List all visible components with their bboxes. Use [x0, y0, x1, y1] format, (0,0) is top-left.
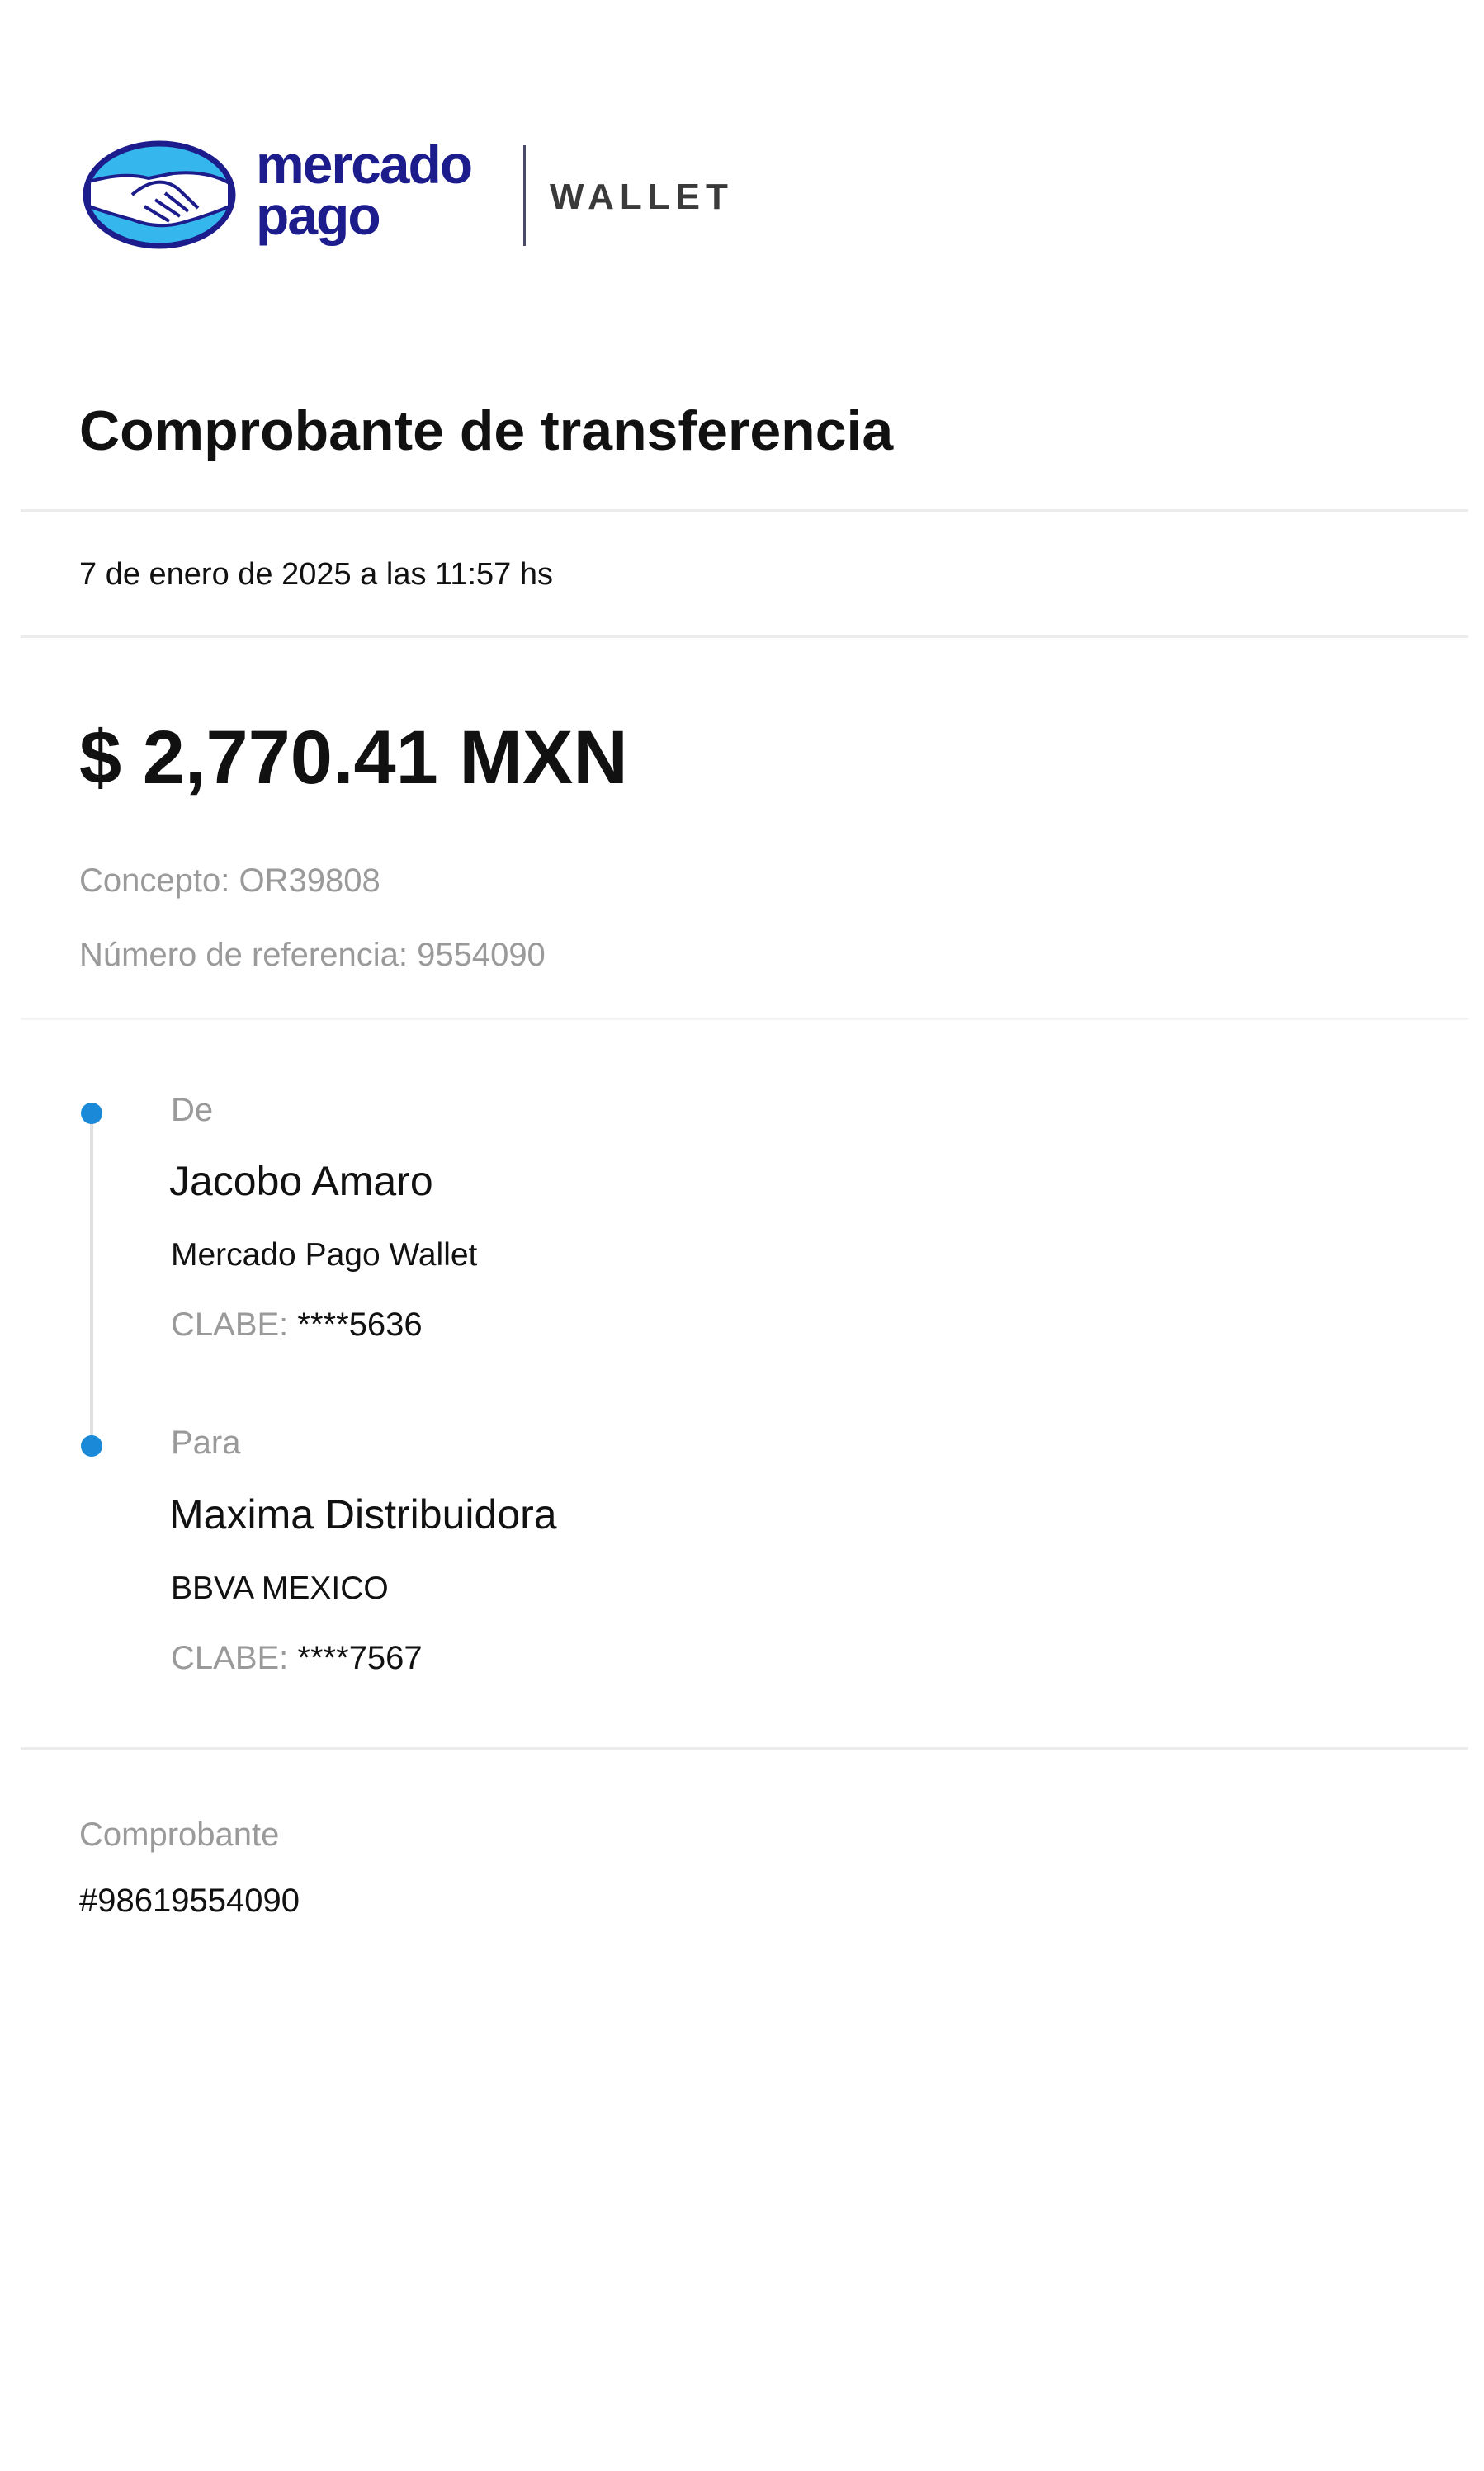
divider: [21, 1747, 1468, 1750]
to-institution: BBVA MEXICO: [171, 1571, 389, 1606]
from-label: De: [171, 1092, 214, 1128]
from-name: Jacobo Amaro: [169, 1158, 433, 1204]
to-clabe: CLABE: ****7567: [171, 1640, 423, 1676]
timeline-line: [90, 1113, 93, 1446]
reference-number: Número de referencia: 9554090: [79, 937, 546, 973]
timeline-dot-from: [81, 1103, 102, 1124]
brand-name: mercado pago: [256, 134, 473, 246]
divider: [21, 635, 1468, 638]
transfer-date: 7 de enero de 2025 a las 11:57 hs: [79, 557, 553, 592]
to-name: Maxima Distribuidora: [169, 1491, 557, 1538]
receipt-number: #98619554090: [79, 1883, 300, 1919]
amount: $ 2,770.41 MXN: [79, 716, 628, 800]
divider: [21, 1018, 1468, 1020]
product-name: WALLET: [550, 177, 734, 217]
page-title: Comprobante de transferencia: [79, 399, 894, 462]
from-clabe: CLABE: ****5636: [171, 1306, 423, 1343]
logo-divider: [523, 145, 526, 246]
from-institution: Mercado Pago Wallet: [171, 1237, 478, 1273]
handshake-logo-icon: [83, 140, 236, 249]
receipt-label: Comprobante: [79, 1817, 280, 1853]
to-label: Para: [171, 1424, 241, 1461]
timeline-dot-to: [81, 1435, 102, 1457]
concept: Concepto: OR39808: [79, 862, 380, 899]
divider: [21, 509, 1468, 512]
